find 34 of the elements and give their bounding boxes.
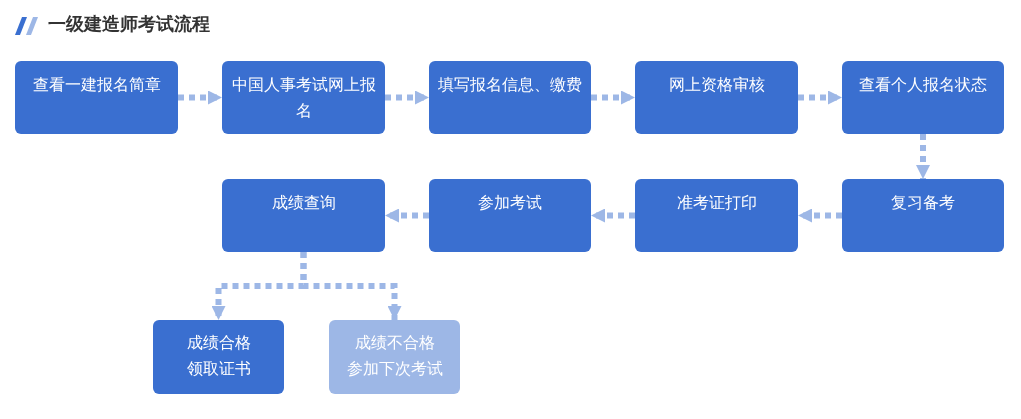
step-text: 准考证打印 [675,193,758,213]
step-text: 填写报名信息、缴费 [437,75,583,95]
process-box [429,61,591,134]
arrow [591,208,635,223]
process-box [635,179,798,252]
process-box [842,61,1004,134]
step-text: 查看个人报名状态 [858,75,988,95]
arrow [385,208,429,223]
title: 一级建造师考试流程 [48,13,210,36]
step-text: 成绩不合格 [353,333,436,353]
process-box [222,179,385,252]
step-text: 参加考试 [477,193,543,213]
step-text: 参加下次考试 [345,359,444,379]
process-box [842,179,1004,252]
step-text: 成绩合格 [185,333,252,353]
arrow [300,252,402,320]
arrow [798,208,842,223]
process-box [222,61,385,134]
process-box [153,320,284,394]
arrow [916,134,930,179]
process-box [15,61,178,134]
step-text: 查看一建报名简章 [31,75,162,95]
process-box [329,320,460,394]
step-text: 中国人事考试网上报名 [230,75,377,121]
arrow [178,90,222,105]
arrow [385,90,429,105]
step-text: 复习备考 [890,193,956,213]
process-box [635,61,798,134]
step-text: 领取证书 [185,359,252,379]
arrow [591,90,635,105]
step-text: 成绩查询 [270,193,337,213]
arrow [798,90,842,105]
step-text: 网上资格审核 [667,75,766,95]
process-box [429,179,591,252]
